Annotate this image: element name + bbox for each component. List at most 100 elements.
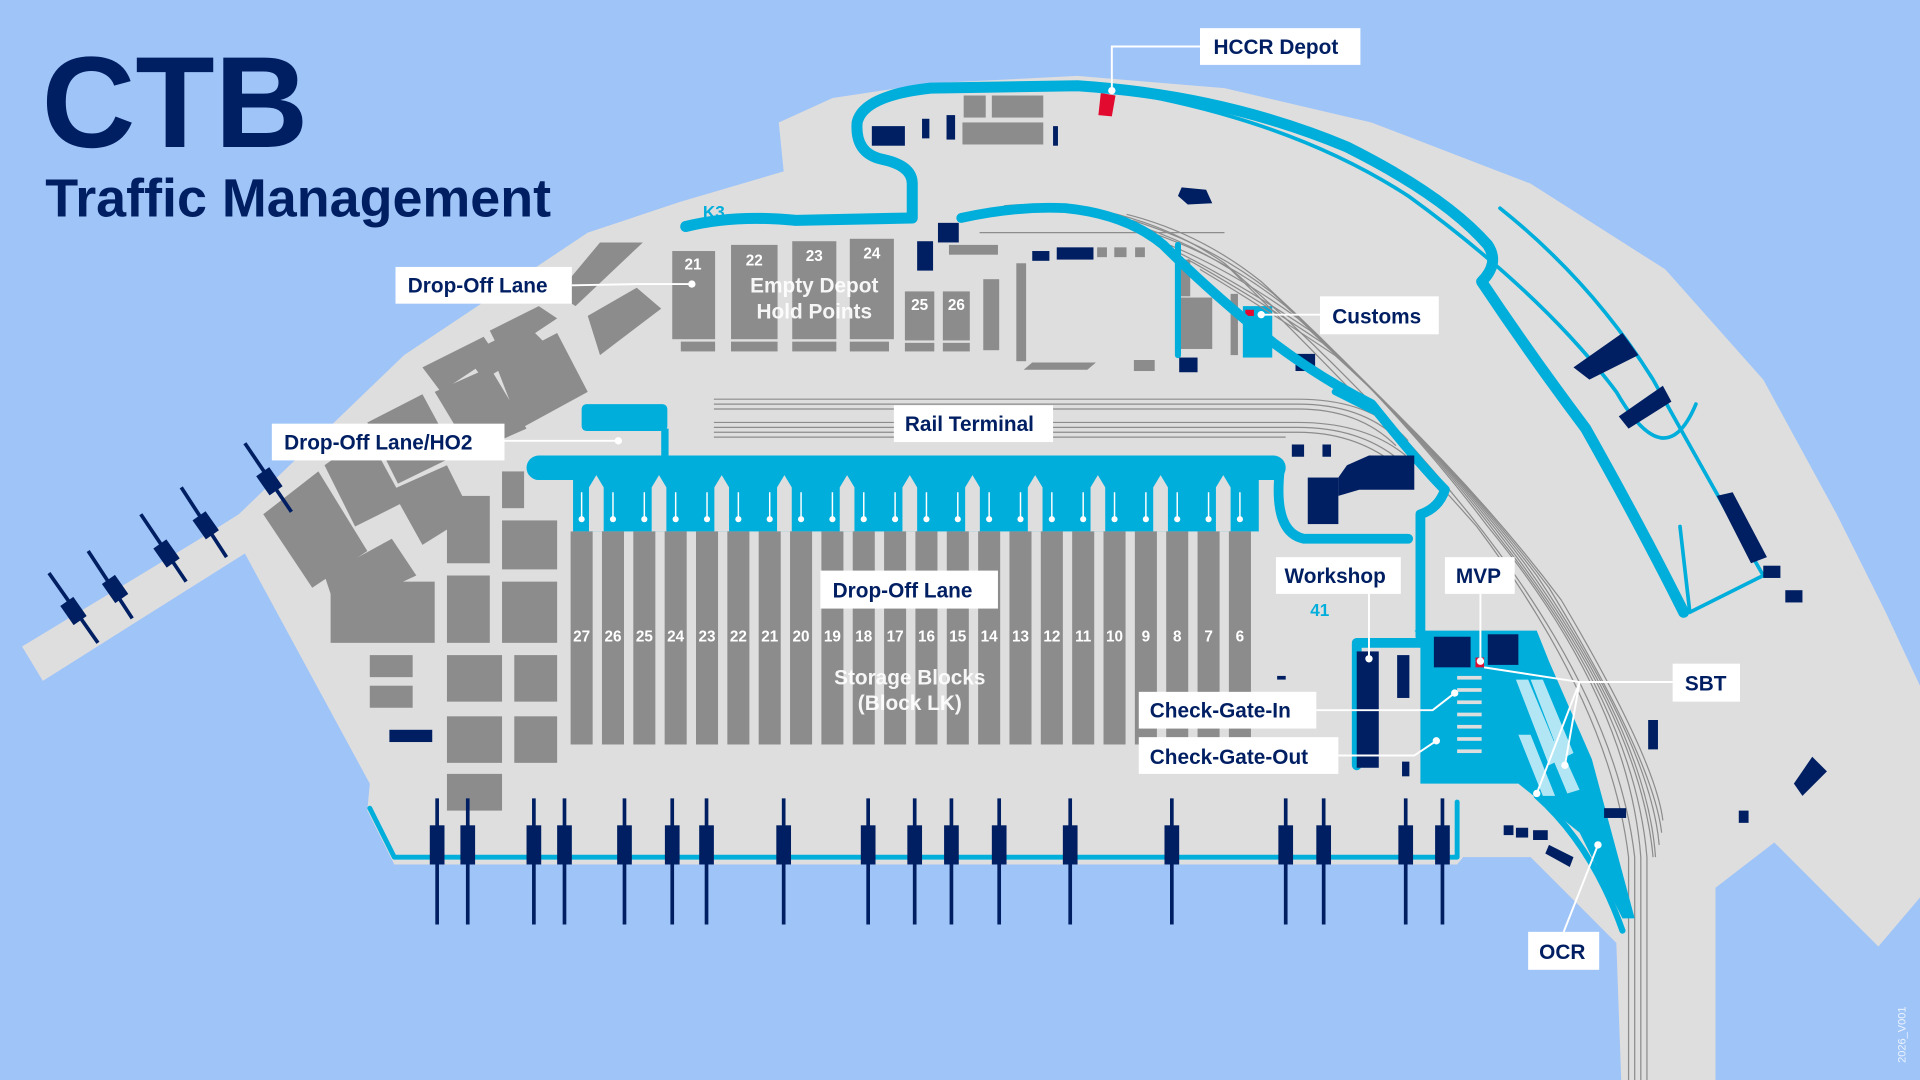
storage-block xyxy=(1228,531,1251,745)
storage-block-label: 21 xyxy=(761,629,779,646)
quay-cranes xyxy=(429,798,1450,925)
storage-block xyxy=(727,531,750,745)
crane-body xyxy=(557,825,572,865)
block-divider xyxy=(588,475,604,532)
storage-block-label: 12 xyxy=(1043,629,1060,646)
storage-block-label: 14 xyxy=(981,629,999,646)
empty-depot: 21 22 23 24 25 26 Empty Depot Hold Point… xyxy=(672,238,1238,372)
west-pier-cranes xyxy=(47,442,433,743)
storage-block-label: 7 xyxy=(1204,629,1213,646)
hold-point xyxy=(923,516,930,523)
hold-point xyxy=(986,516,993,523)
storage-block-label: 19 xyxy=(824,629,841,646)
label-check-gate-out: Check-Gate-Out xyxy=(1138,737,1339,774)
block-divider xyxy=(714,475,730,532)
crane-body xyxy=(860,825,876,865)
crane-body xyxy=(1278,825,1294,865)
storage-block xyxy=(664,531,687,745)
hold-point xyxy=(1142,516,1149,523)
gate-area-buildings xyxy=(1277,333,1827,867)
label-sbt: SBT xyxy=(1672,663,1740,702)
svg-text:MVP: MVP xyxy=(1456,565,1501,588)
hold-point xyxy=(1017,516,1024,523)
storage-block-label: 17 xyxy=(887,629,904,646)
svg-text:Check-Gate-Out: Check-Gate-Out xyxy=(1150,746,1308,769)
svg-text:OCR: OCR xyxy=(1539,941,1585,964)
label-drop-off-lane-north: Drop-Off Lane xyxy=(395,266,572,304)
block-divider xyxy=(839,475,855,532)
storage-block-label: 6 xyxy=(1236,629,1245,646)
hold-point xyxy=(798,516,805,523)
storage-block xyxy=(1009,531,1032,745)
empty-depot-block-label: 21 xyxy=(685,256,703,273)
hold-point xyxy=(954,516,961,523)
hold-point xyxy=(703,516,711,523)
svg-text:Workshop: Workshop xyxy=(1284,565,1385,588)
storage-block xyxy=(570,531,593,745)
hold-point xyxy=(892,516,899,523)
block-divider xyxy=(651,475,667,532)
svg-text:HCCR Depot: HCCR Depot xyxy=(1213,36,1338,59)
storage-block-label: 27 xyxy=(573,629,590,646)
hold-point xyxy=(829,516,836,523)
storage-block-label: 16 xyxy=(918,629,935,646)
storage-block xyxy=(1040,531,1063,745)
crane-body xyxy=(617,825,632,865)
storage-block xyxy=(758,531,781,745)
storage-block-label: 23 xyxy=(699,629,716,646)
label-customs: Customs xyxy=(1320,296,1439,335)
label-rail-terminal: Rail Terminal xyxy=(893,405,1054,443)
block-divider xyxy=(1090,475,1106,532)
hold-point xyxy=(1205,516,1212,523)
label-drop-off-lane-storage: Drop-Off Lane xyxy=(820,570,998,609)
crane-body xyxy=(460,825,476,865)
storage-block-label: 18 xyxy=(855,629,873,646)
hold-point xyxy=(609,516,617,523)
empty-depot-block-label: 25 xyxy=(911,297,929,314)
empty-depot-block-label: 22 xyxy=(746,253,763,270)
hold-point xyxy=(1080,516,1087,523)
version-label: 2026_V001 xyxy=(1896,1006,1908,1062)
storage-blocks-text: (Block LK) xyxy=(858,692,962,715)
label-hccr-depot: HCCR Depot xyxy=(1200,28,1361,65)
storage-blocks-text: Storage Blocks xyxy=(834,666,985,689)
crane-body xyxy=(1062,825,1078,865)
empty-depot-text: Hold Points xyxy=(757,300,873,323)
storage-block-label: 20 xyxy=(793,629,810,646)
block-divider xyxy=(965,475,980,532)
title-ctb: CTB xyxy=(42,30,309,175)
storage-block-label: 25 xyxy=(636,629,654,646)
svg-text:Customs: Customs xyxy=(1332,305,1421,328)
svg-text:Drop-Off Lane/HO2: Drop-Off Lane/HO2 xyxy=(284,431,472,454)
hold-point xyxy=(672,516,679,523)
crane-body xyxy=(699,825,714,865)
storage-block xyxy=(633,531,656,745)
storage-block-label: 11 xyxy=(1075,629,1092,646)
title-subtitle: Traffic Management xyxy=(45,169,551,229)
storage-block-label: 24 xyxy=(667,629,685,646)
storage-block xyxy=(601,531,624,745)
label-ocr: OCR xyxy=(1528,931,1600,970)
k3-label: K3 xyxy=(703,202,725,222)
area-41-label: 41 xyxy=(1310,600,1330,620)
crane-body xyxy=(526,825,542,865)
storage-block xyxy=(1103,531,1126,745)
storage-block xyxy=(790,531,813,745)
crane-body xyxy=(1435,825,1450,865)
empty-depot-block-label: 26 xyxy=(948,297,965,314)
hold-point xyxy=(641,516,648,523)
empty-depot-block-label: 23 xyxy=(806,248,823,265)
hold-point xyxy=(1048,516,1055,523)
crane-body xyxy=(429,825,445,865)
storage-block-label: 13 xyxy=(1012,629,1029,646)
crane-body xyxy=(1398,825,1414,865)
svg-text:Check-Gate-In: Check-Gate-In xyxy=(1150,700,1291,723)
label-check-gate-in: Check-Gate-In xyxy=(1138,691,1317,729)
crane-body xyxy=(907,825,923,865)
empty-depot-text: Empty Depot xyxy=(750,275,878,298)
storage-block xyxy=(1166,531,1189,745)
storage-block xyxy=(696,531,719,745)
hold-point xyxy=(1111,516,1118,523)
hold-point xyxy=(1236,516,1243,523)
